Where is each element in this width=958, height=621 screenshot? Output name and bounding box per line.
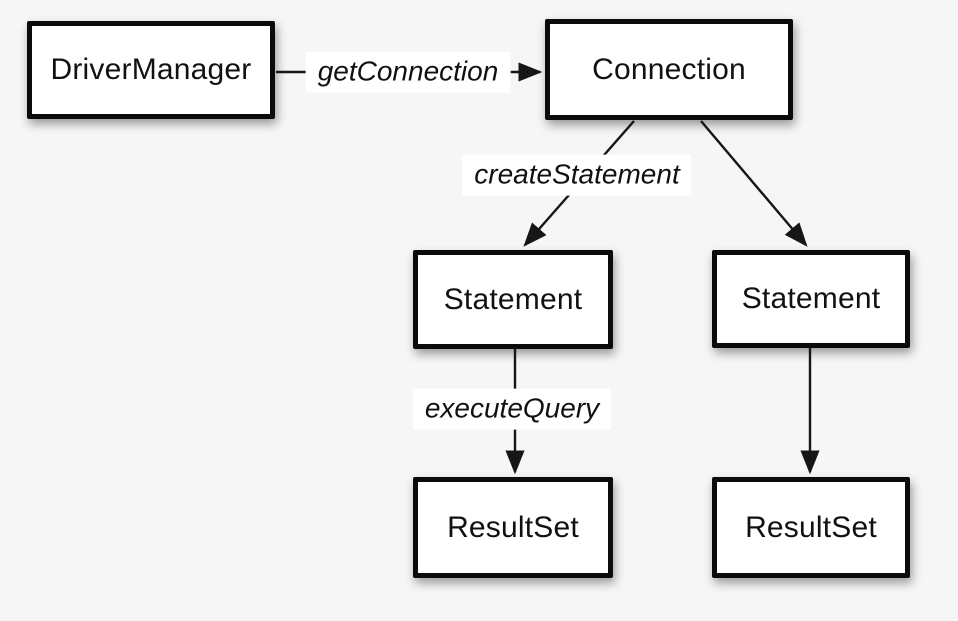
node-statement-left-label: Statement [443, 282, 583, 316]
node-drivermanager: DriverManager [27, 21, 275, 119]
node-resultset-left: ResultSet [413, 477, 613, 578]
edge-label-createstatement: createStatement [462, 154, 692, 196]
node-connection-label: Connection [592, 52, 746, 86]
node-drivermanager-label: DriverManager [50, 53, 252, 86]
node-statement-right-label: Statement [741, 282, 881, 315]
edge-label-getconnection: getConnection [305, 51, 511, 93]
node-statement-left: Statement [413, 250, 613, 349]
edge-connection-statement-right-arrow [700, 120, 808, 247]
node-resultset-right-label: ResultSet [745, 510, 877, 544]
node-connection: Connection [545, 19, 793, 120]
edge-label-executequery: executeQuery [412, 388, 612, 430]
node-statement-right: Statement [712, 250, 910, 348]
node-resultset-left-label: ResultSet [447, 510, 579, 544]
node-resultset-right: ResultSet [712, 477, 910, 578]
